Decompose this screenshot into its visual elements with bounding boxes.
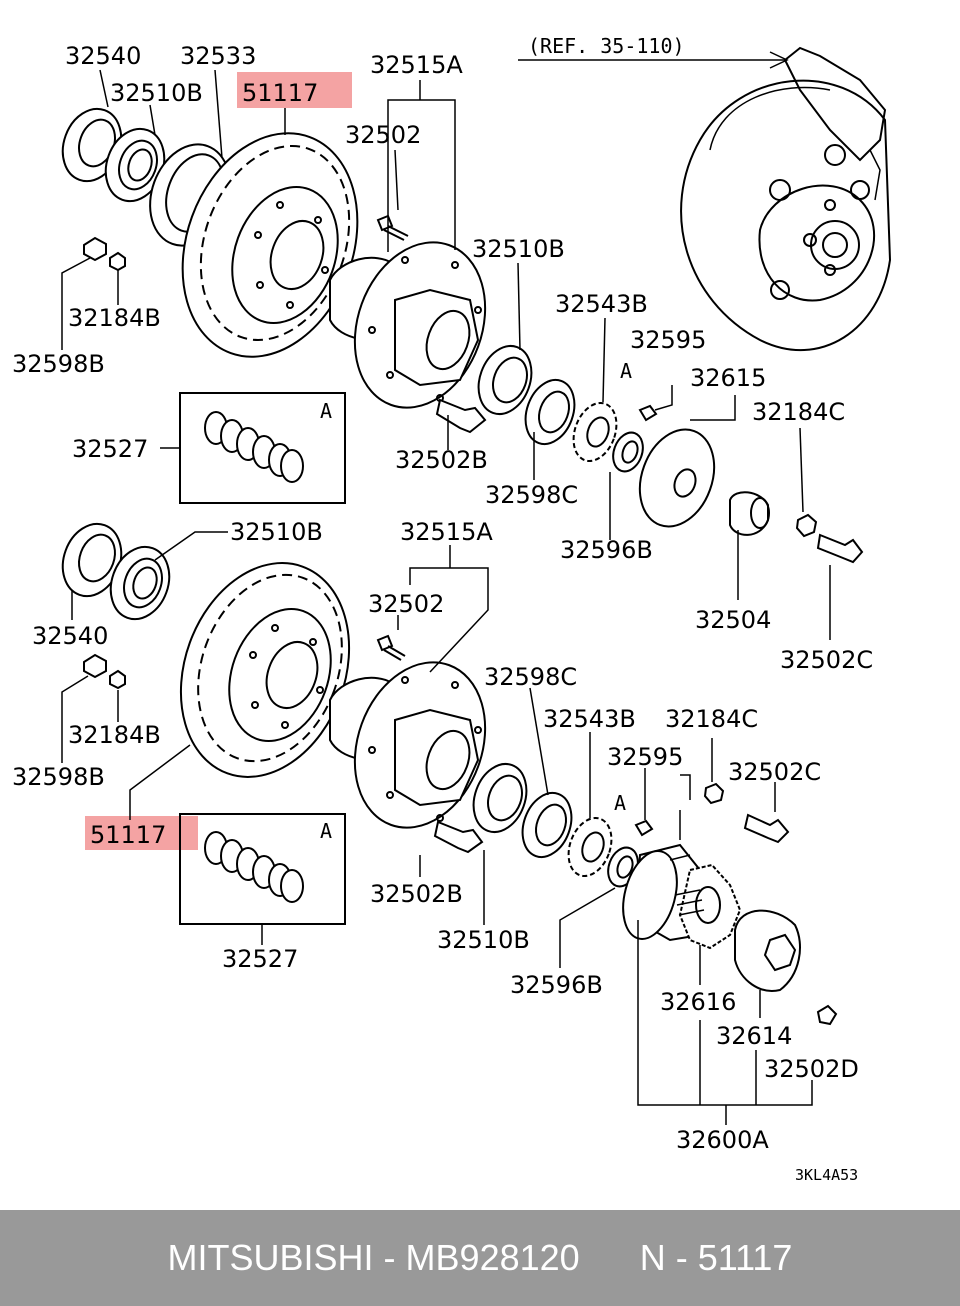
hub-bolt-lower (376, 634, 406, 661)
footer-brand: MITSUBISHI (167, 1237, 374, 1278)
callout-lower-32598c: 32598C (484, 663, 577, 691)
nut-upper-b (83, 236, 107, 262)
screw-lower (634, 819, 654, 837)
callout-upper-32595: 32595 (630, 326, 706, 354)
free-wheel-hub-gear (674, 863, 742, 950)
bolt-upper-c (816, 533, 864, 564)
callout-lower-32502d: 32502D (764, 1055, 859, 1083)
oil-seal-upper-inner (524, 379, 576, 445)
callout-lower-32596b: 32596B (510, 971, 603, 999)
bearing-upper-outer (104, 127, 166, 203)
footer-ref-number: N - 51117 (639, 1237, 793, 1278)
lock-washer-upper (572, 401, 618, 463)
callout-upper-32510b-inner: 32510B (472, 235, 565, 263)
callout-lower-32515a: 32515A (400, 518, 493, 546)
callout-upper-32540: 32540 (65, 42, 141, 70)
callout-lower-32598b: 32598B (12, 763, 105, 791)
callout-lower-32614: 32614 (716, 1022, 792, 1050)
callout-lower-32502b: 32502B (370, 880, 463, 908)
callout-lower-32543b: 32543B (543, 705, 636, 733)
callout-lower-32595: 32595 (607, 743, 683, 771)
callout-lower-32510b-inner: 32510B (437, 926, 530, 954)
callout-lower-51117: 51117 (90, 821, 166, 849)
callout-upper-32533: 32533 (180, 42, 256, 70)
nut-upper-c (795, 513, 818, 538)
upper-assembly: 32540 32533 32510B 51117 32515A 32502 32… (12, 42, 873, 674)
callout-upper-51117: 51117 (242, 79, 318, 107)
callout-upper-32615: 32615 (690, 364, 766, 392)
footer-gap (580, 1237, 640, 1279)
reference-label: (REF. 35-110) (528, 34, 685, 58)
free-wheel-hub-cover (734, 909, 801, 992)
lock-nut-upper (612, 431, 644, 473)
nut-lower-c (703, 782, 725, 805)
footer-part-number: MB928120 (405, 1237, 580, 1278)
marker-upper-a-box: A (320, 399, 332, 423)
screw-upper (638, 404, 658, 422)
bearing-lower-inner (472, 763, 528, 833)
hub-bolt-upper (376, 214, 409, 241)
diagram-code: 3KL4A53 (795, 1166, 858, 1184)
nut-lower-b (83, 653, 107, 679)
washer-upper-b (109, 251, 126, 272)
callout-upper-32502: 32502 (345, 121, 421, 149)
callout-upper-32502c: 32502C (780, 646, 873, 674)
callout-upper-32598c: 32598C (485, 481, 578, 509)
free-wheel-kit-box (179, 813, 346, 925)
hub-cap-upper (729, 491, 770, 536)
brake-disc-lower (179, 562, 351, 778)
reference-arrow (518, 51, 789, 69)
callout-lower-32184b: 32184B (68, 721, 161, 749)
callout-upper-32543b: 32543B (555, 290, 648, 318)
steering-knuckle-drawing (680, 46, 892, 351)
oil-seal-lower-inner (521, 792, 573, 858)
exploded-parts-diagram: 32540 32533 32510B 51117 32515A 32502 32… (12, 34, 892, 1184)
callout-upper-32502b: 32502B (395, 446, 488, 474)
callout-lower-32502c: 32502C (728, 758, 821, 786)
bearing-upper-inner (477, 345, 533, 415)
footer-bar: MITSUBISHI - MB928120 N - 51117 (0, 1210, 960, 1306)
callout-lower-32184c: 32184C (665, 705, 758, 733)
callout-lower-32510b-outer: 32510B (230, 518, 323, 546)
bearing-lower-outer (109, 545, 171, 621)
callout-upper-32596b: 32596B (560, 536, 653, 564)
callout-upper-32510b-outer: 32510B (110, 79, 203, 107)
callout-upper-32504: 32504 (695, 606, 771, 634)
highlight-box-upper (237, 72, 352, 108)
footer-separator: - (373, 1237, 406, 1278)
leader-lines-upper (61, 69, 831, 640)
callout-lower-32527: 32527 (222, 945, 298, 973)
screw-lower-d (816, 1004, 838, 1026)
marker-lower-a-hub: A (614, 791, 626, 815)
washer-lower-b (109, 669, 126, 690)
lock-washer-lower (567, 816, 613, 878)
lower-assembly: 32510B 32540 32515A 32502 32598C 32184B … (12, 518, 859, 1154)
wheel-hub-lower (329, 661, 487, 829)
wheel-hub-upper (329, 241, 487, 409)
callout-upper-32598b: 32598B (12, 350, 105, 378)
hub-bolt-b-upper (435, 398, 487, 434)
hub-flange-upper (638, 428, 716, 528)
callout-lower-32616: 32616 (660, 988, 736, 1016)
callout-upper-32184b: 32184B (68, 304, 161, 332)
callout-upper-32527: 32527 (72, 435, 148, 463)
callout-lower-32600a: 32600A (676, 1126, 769, 1154)
callout-lower-32502: 32502 (368, 590, 444, 618)
callout-upper-32184c: 32184C (752, 398, 845, 426)
marker-upper-a-hub: A (620, 359, 632, 383)
callout-upper-32515a: 32515A (370, 51, 463, 79)
leader-lines-lower (61, 531, 813, 1125)
marker-lower-a-box: A (320, 819, 332, 843)
callout-lower-32540: 32540 (32, 622, 108, 650)
bolt-lower-c (743, 813, 790, 844)
hub-bolt-b-lower (433, 820, 484, 854)
